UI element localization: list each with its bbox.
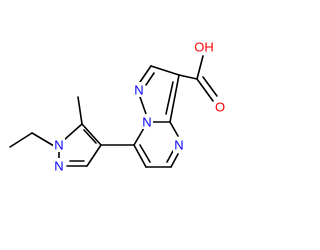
bond-ethyl-terminal [9,132,33,148]
bond-c5-c4-inner [83,129,97,144]
bond-c5-c4 [81,123,102,146]
atom-n-pyrazole-fused: N [133,82,145,98]
bond-c7-c6-inner [139,144,151,163]
atom-label-n-pyrazole-2: N [54,159,63,174]
atom-n-pyrazole-2: N [53,158,65,174]
bonds [9,55,218,168]
bond-carboxyl-o-inner [202,76,218,97]
atom-n-pyrimidine: N [173,137,185,153]
bond-n8-n1 [139,96,147,115]
bond-ethyl-to-n [31,132,55,147]
atom-n-bridgehead: N [141,114,153,130]
bond-n8-c7 [133,127,145,146]
bond-c7-c6 [133,144,147,168]
atom-label-n-pyrimidine: N [174,138,183,153]
atom-label-o-hydroxyl: OH [194,40,214,55]
bond-n1-c2-outer [139,65,152,83]
bond-c3-carboxyl [178,74,198,80]
atom-o-hydroxyl: OH [192,40,214,55]
bond-c5-methyl [77,96,83,125]
atom-label-n-ethyl: N [54,138,63,153]
bond-n1-c2-inner [145,72,155,86]
chemical-structure-drawing: N N N N N OH O [9,40,226,174]
atom-label-n-pyrazole-fused: N [134,83,143,98]
atom-n-ethyl: N [53,137,65,153]
bond-c3-c3a-inner [165,81,174,115]
bond-carboxyl-oh [196,55,204,80]
bond-n1-c5 [63,123,83,141]
bond-carboxyl-o-outer [196,78,214,102]
bond-c3-c3a-outer [169,74,180,123]
bond-n4-c3a [169,121,179,137]
atom-label-o-carbonyl: O [215,100,225,115]
atom-o-carbonyl: O [214,99,226,115]
atom-labels: N N N N N OH O [53,40,226,174]
bond-c2-c3 [150,65,180,76]
bond-c5-n4-outer [170,153,179,168]
atom-label-n-bridgehead: N [142,115,151,130]
bond-c5-n4-inner [166,150,174,163]
bond-c4-c3 [86,144,102,167]
